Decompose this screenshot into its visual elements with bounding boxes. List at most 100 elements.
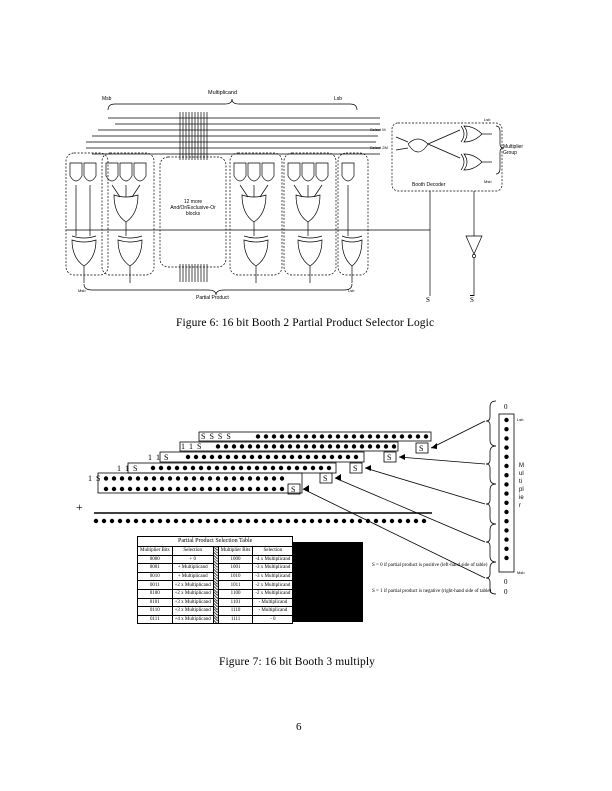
- bit-dot: [183, 486, 189, 492]
- multiplier-msb: Msb: [517, 570, 525, 575]
- multiplier-group-brace: [495, 125, 505, 175]
- booth-decoder-box: [391, 122, 503, 192]
- bit-dot: [289, 454, 295, 460]
- bit-dot: [295, 434, 301, 439]
- bit-dot: [279, 434, 285, 439]
- bit-dot: [277, 518, 283, 524]
- bit-dot: [359, 444, 365, 449]
- fig6-msb-bottom: Msb: [78, 288, 86, 293]
- bit-dot: [405, 518, 411, 524]
- bit-dot: [93, 518, 99, 524]
- bit-dot: [198, 465, 204, 471]
- bit-dot: [213, 518, 219, 524]
- bit-dot: [285, 518, 291, 524]
- bit-dot: [133, 518, 139, 524]
- s-tag-2: S: [387, 453, 392, 462]
- and-or-xor-block-3: [229, 152, 283, 276]
- bit-dot: [166, 465, 172, 471]
- cell: +3 x Multiplicand: [171, 597, 214, 608]
- bit-dot: [257, 454, 263, 460]
- bit-dot: [135, 486, 141, 492]
- bit-dot: [246, 465, 252, 471]
- fig6-s-bar-label: S: [470, 296, 474, 304]
- bit-dot: [301, 518, 307, 524]
- bit-dot: [365, 518, 371, 524]
- bit-dot: [151, 486, 157, 492]
- bit-dot: [351, 444, 357, 449]
- bit-dot: [270, 465, 276, 471]
- cell: 0011: [137, 580, 173, 590]
- s-tag-box-5: [287, 483, 301, 495]
- bit-dot: [111, 486, 117, 492]
- bit-dot: [175, 486, 181, 492]
- bit-dot: [182, 465, 188, 471]
- and-or-xor-block-5: [337, 152, 369, 276]
- cell: 0000: [137, 554, 173, 565]
- bit-dot: [127, 476, 133, 481]
- cell: - Multiplicand: [252, 597, 294, 608]
- bit-dot: [389, 518, 395, 524]
- bit-dot: [249, 454, 255, 460]
- bit-dot: [109, 518, 115, 524]
- bit-dot: [239, 486, 245, 492]
- cell: 1110: [217, 606, 254, 616]
- bit-dot: [191, 476, 197, 481]
- cell: 1101: [217, 597, 254, 608]
- cell: -4 x Multiplicand: [252, 554, 294, 565]
- bit-dot: [239, 476, 245, 481]
- table-header-selection-left: Selection: [171, 546, 214, 556]
- cell: 1001: [217, 563, 254, 573]
- bit-dot: [263, 476, 269, 481]
- bit-dot: [181, 518, 187, 524]
- bit-dot: [205, 518, 211, 524]
- bit-dot: [117, 518, 123, 524]
- bit-dot: [295, 444, 301, 449]
- partial-product-brace: [83, 283, 353, 296]
- s-tag-box-2: [383, 451, 397, 463]
- multiplier-bit-dot: [504, 537, 509, 542]
- bit-dot: [103, 486, 109, 492]
- bit-dot: [318, 465, 324, 471]
- bit-dot: [173, 518, 179, 524]
- bit-dot: [222, 465, 228, 471]
- fig6-select-m: Select M: [370, 127, 386, 132]
- bit-dot: [191, 486, 197, 492]
- multiplier-bit-dot: [504, 555, 509, 561]
- bit-dot: [135, 476, 141, 481]
- pp-row-2-box: [179, 441, 399, 452]
- cell: +2 x Multiplicand: [171, 588, 214, 599]
- bit-dot: [297, 454, 303, 460]
- s-tag-3: S: [353, 464, 358, 473]
- bit-dot: [381, 518, 387, 524]
- bit-dot: [207, 476, 213, 481]
- bit-dot: [157, 518, 163, 524]
- bit-dot: [373, 518, 379, 524]
- fig6-more-blocks-label: 12 more And/Or/Exclusive-Or blocks: [170, 199, 216, 217]
- bit-dot: [245, 518, 251, 524]
- cell: + Multiplicand: [171, 563, 214, 573]
- bit-dot: [103, 476, 109, 481]
- bit-dot: [199, 476, 205, 481]
- fig6-multiplier-group: Multiplier Group: [503, 144, 524, 156]
- bit-dot: [125, 518, 131, 524]
- bit-dot: [349, 518, 355, 524]
- bit-dot: [207, 486, 213, 492]
- bit-dot: [325, 518, 331, 524]
- multiplier-bit-dot: [504, 436, 509, 441]
- multiplier-bit-dot: [504, 454, 509, 459]
- bit-dot: [319, 444, 325, 449]
- table-title: Partial Product Selection Table: [136, 536, 294, 547]
- multiplier-bit-dot: [504, 519, 509, 524]
- bit-dot: [158, 465, 164, 471]
- and-or-xor-block-2: [101, 152, 155, 276]
- bit-dot: [273, 454, 279, 460]
- partial-product-selection-table: Partial Product Selection Table Multipli…: [136, 536, 363, 625]
- bit-dot: [223, 444, 229, 449]
- multiplier-vertical-label: Multiplier: [519, 463, 524, 509]
- cell: - Multiplicand: [252, 606, 294, 616]
- bit-dot: [255, 434, 261, 439]
- s-tag-box-1: [415, 442, 429, 454]
- pp-row-5-prefix: 1 S: [88, 474, 102, 483]
- bit-dot: [341, 518, 347, 524]
- bit-dot: [326, 465, 332, 471]
